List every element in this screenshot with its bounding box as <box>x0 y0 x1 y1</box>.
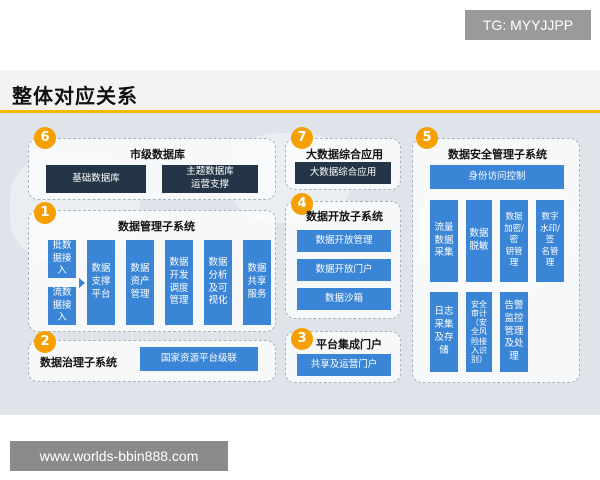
box-data-sharing-service: 数据 共享 服务 <box>243 240 271 325</box>
watermark-bottom: www.worlds-bbin888.com <box>10 441 228 471</box>
panel-title-big-data-app: 大数据综合应用 <box>306 148 383 161</box>
badge-1: 1 <box>34 202 56 224</box>
box-data-dev-scheduling: 数据 开发 调度 管理 <box>165 240 193 325</box>
box-watermark-signature-management: 数字 水印/签 名管理 <box>536 200 564 282</box>
badge-7: 7 <box>291 127 313 149</box>
box-sharing-operation-portal: 共享及运营门户 <box>297 354 391 376</box>
box-theme-database: 主题数据库 运营支撑 <box>162 165 258 193</box>
box-big-data-app: 大数据综合应用 <box>295 162 391 184</box>
box-data-asset-management: 数据 资产 管理 <box>126 240 154 325</box>
badge-4: 4 <box>291 193 313 215</box>
panel-title-data-governance: 数据治理子系统 <box>40 356 117 369</box>
page-title: 整体对应关系 <box>12 84 138 108</box>
badge-6: 6 <box>34 127 56 149</box>
box-data-support-platform: 数据 支撑 平台 <box>87 240 115 325</box>
box-data-open-management: 数据开放管理 <box>297 230 391 252</box>
title-underline <box>0 110 600 113</box>
badge-2: 2 <box>34 331 56 353</box>
watermark-top: TG: MYYJJPP <box>465 10 591 40</box>
box-data-open-portal: 数据开放门户 <box>297 259 391 281</box>
arrow-ingest <box>79 278 85 288</box>
box-stream-data-ingest: 流数 据接 入 <box>48 287 76 325</box>
box-data-masking: 数据 脱敏 <box>466 200 492 282</box>
badge-5: 5 <box>416 127 438 149</box>
panel-title-municipal-database: 市级数据库 <box>130 148 185 161</box>
box-identity-access-control: 身份访问控制 <box>430 165 564 189</box>
box-encryption-key-management: 数据 加密/密 钥管理 <box>500 200 528 282</box>
panel-title-platform-portal: 平台集成门户 <box>316 338 382 351</box>
box-data-sandbox: 数据沙箱 <box>297 288 391 310</box>
box-alarm-monitoring: 告警 监控 管理 及处 理 <box>500 292 528 372</box>
box-security-audit: 安全 审计 （安 全风 险接 入识 别） <box>466 292 492 372</box>
box-national-resource-cascade: 国家资源平台级联 <box>140 347 258 371</box>
box-batch-data-ingest: 批数 据接 入 <box>48 240 76 278</box>
box-traffic-data-collection: 流量 数据 采集 <box>430 200 458 282</box>
box-log-collection-storage: 日志 采集 及存 储 <box>430 292 458 372</box>
box-data-analysis-visualization: 数据 分析 及可 视化 <box>204 240 232 325</box>
panel-title-data-open: 数据开放子系统 <box>306 210 383 223</box>
panel-title-data-management: 数据管理子系统 <box>118 220 195 233</box>
title-bar <box>0 70 600 114</box>
box-basic-database: 基础数据库 <box>46 165 146 193</box>
panel-title-data-security: 数据安全管理子系统 <box>448 148 547 161</box>
badge-3: 3 <box>291 328 313 350</box>
